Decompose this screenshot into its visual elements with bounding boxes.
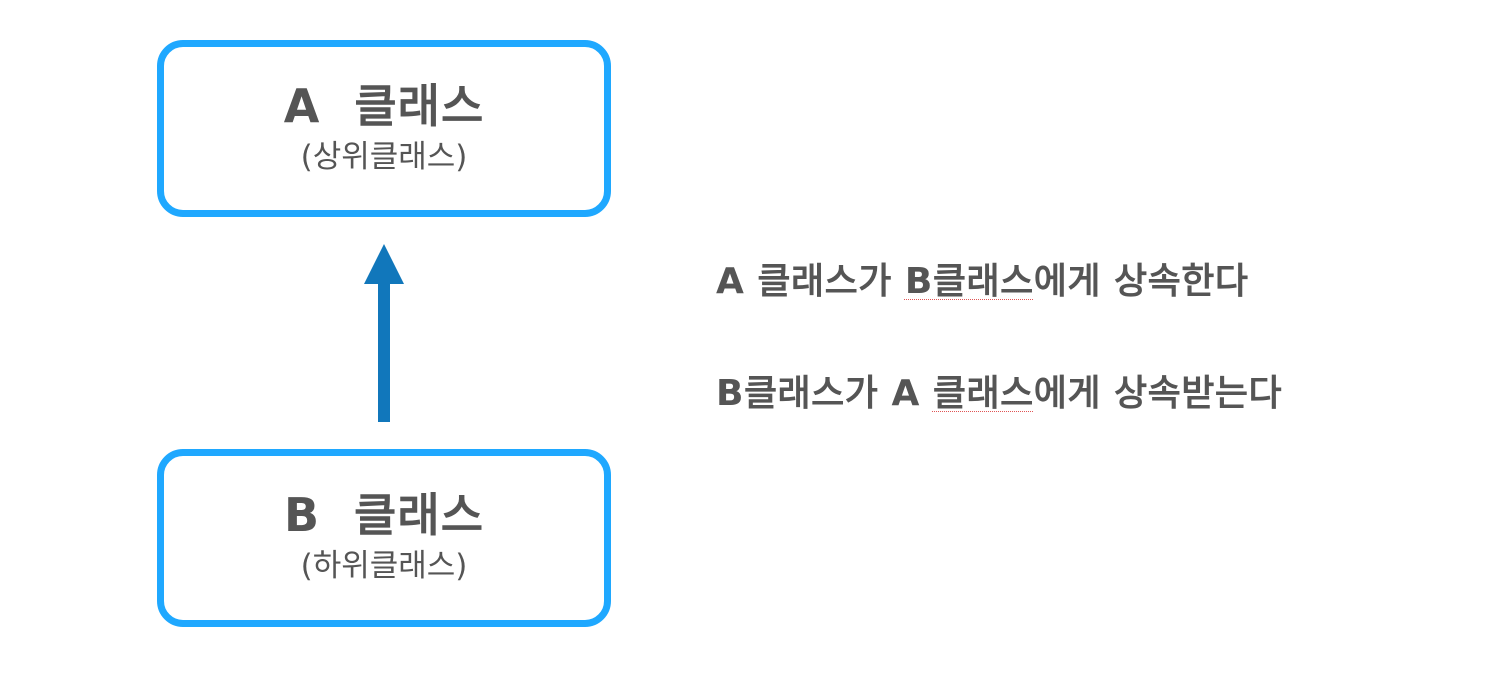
statement-inherits-flagged: B클래스 (904, 261, 1034, 302)
arrow-shaft (378, 282, 390, 422)
superclass-title: A 클래스 (283, 78, 485, 133)
statement-is-inherited: B클래스가 A 클래스에게 상속받는다 (716, 364, 1282, 416)
superclass-box: A 클래스 (상위클래스) (157, 40, 611, 217)
arrow-head (364, 244, 404, 284)
statement-is-inherited-before: B클래스가 A (716, 373, 933, 414)
statement-is-inherited-after: 에게 상속받는다 (1033, 373, 1283, 414)
statement-inherits: A 클래스가 B클래스에게 상속한다 (716, 252, 1249, 304)
subclass-subtitle: (하위클래스) (300, 548, 468, 585)
statement-inherits-after: 에게 상속한다 (1033, 261, 1249, 302)
superclass-subtitle: (상위클래스) (300, 138, 468, 175)
statement-inherits-before: A 클래스가 (716, 261, 905, 302)
inheritance-arrow (364, 244, 404, 422)
statement-is-inherited-flagged: 클래스 (932, 373, 1034, 414)
subclass-box: B 클래스 (하위클래스) (157, 449, 611, 627)
subclass-title: B 클래스 (283, 488, 485, 543)
